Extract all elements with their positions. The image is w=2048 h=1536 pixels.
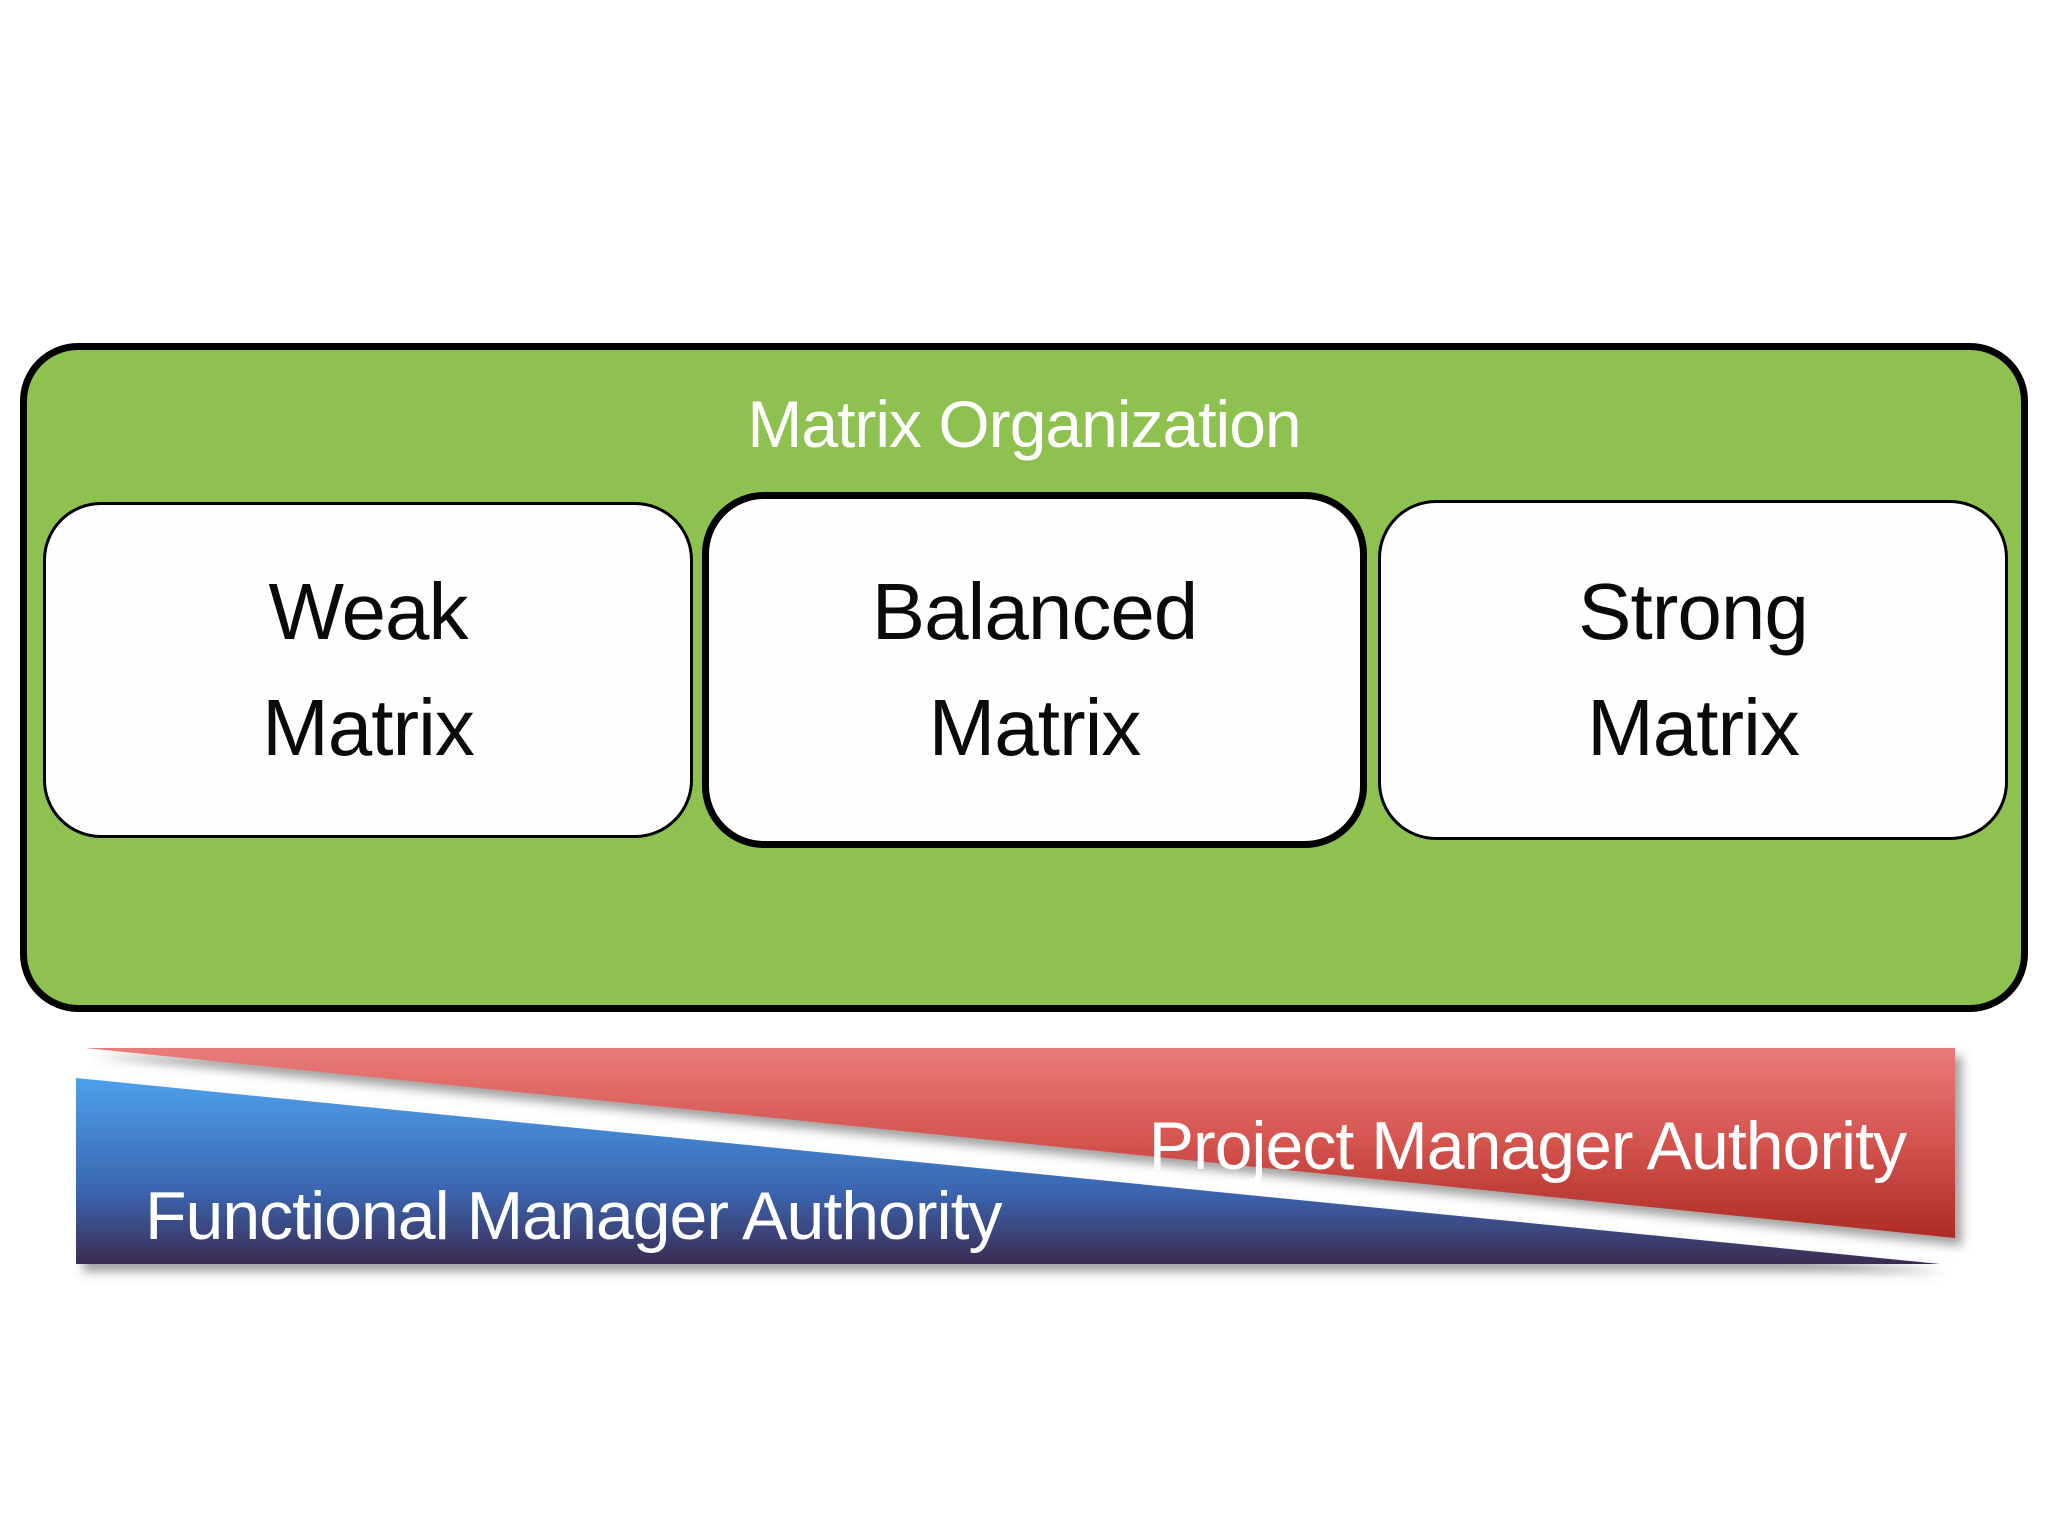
- project-manager-authority-label: Project Manager Authority: [1148, 1108, 1907, 1184]
- weak-matrix-box: Weak Matrix: [43, 502, 693, 838]
- balanced-matrix-box: Balanced Matrix: [702, 492, 1367, 848]
- strong-matrix-box: Strong Matrix: [1378, 500, 2008, 840]
- functional-authority-triangle: [76, 1078, 1940, 1264]
- diagram-title: Matrix Organization: [747, 387, 1301, 461]
- balanced-matrix-label-line1: Balanced: [871, 567, 1199, 656]
- project-authority-triangle: [85, 1048, 1955, 1238]
- strong-matrix-label-line2: Matrix: [1587, 683, 1800, 772]
- balanced-matrix-label-line2: Matrix: [928, 683, 1142, 772]
- strong-matrix-label-line1: Strong: [1578, 567, 1809, 656]
- functional-manager-authority-label: Functional Manager Authority: [145, 1178, 1002, 1254]
- weak-matrix-label-line1: Weak: [268, 567, 468, 656]
- weak-matrix-label-line2: Matrix: [262, 683, 475, 772]
